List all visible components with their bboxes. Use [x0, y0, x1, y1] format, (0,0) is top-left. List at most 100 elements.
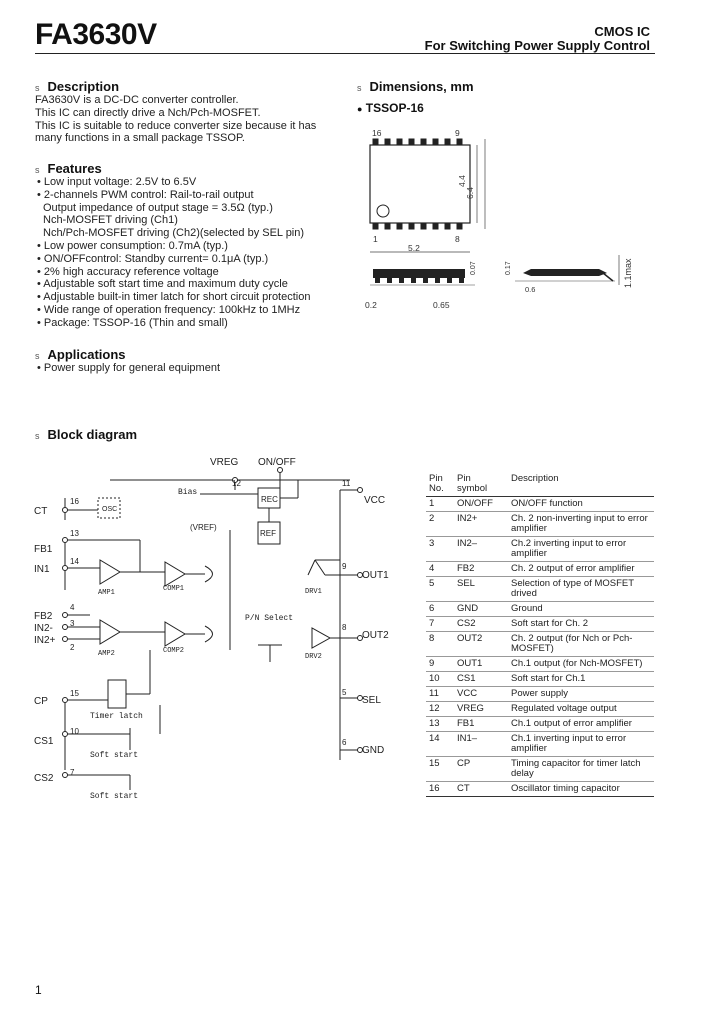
feature-item: Output impedance of output stage = 3.5Ω …	[43, 201, 273, 214]
dim-thickness2: 0.17	[505, 261, 512, 275]
pin-description-cell: Ch.1 output of error amplifier	[508, 716, 654, 732]
feature-item: • Package: TSSOP-16 (Thin and small)	[37, 316, 228, 329]
bd-drv2: DRV2	[305, 653, 322, 661]
bd-in1: IN1	[34, 564, 50, 575]
pin-symbol-cell: CT	[454, 781, 508, 797]
feature-item: • 2-channels PWM control: Rail-to-rail o…	[37, 188, 254, 201]
bd-fb2: FB2	[34, 611, 53, 622]
bd-vcc: VCC	[364, 495, 385, 506]
pin-number-cell: 8	[426, 631, 454, 657]
pin-symbol-cell: ON/OFF	[454, 496, 508, 512]
pin-description-cell: Ch. 2 output (for Nch or Pch-MOSFET)	[508, 631, 654, 657]
pin-symbol-cell: FB2	[454, 561, 508, 577]
pin-symbol-cell: IN1–	[454, 731, 508, 757]
dim-pin9: 9	[455, 128, 460, 138]
bd-ref: REF	[260, 529, 276, 538]
dim-width2: 6.4	[465, 187, 475, 199]
bd-bias: Bias	[178, 488, 197, 497]
pin-description-cell: Ch. 2 non-inverting input to error ampli…	[508, 511, 654, 537]
pin-symbol-cell: IN2+	[454, 511, 508, 537]
pin-description-cell: Oscillator timing capacitor	[508, 781, 654, 797]
bd-n12: 12	[232, 479, 241, 488]
pin-description-cell: Timing capacitor for timer latch delay	[508, 756, 654, 782]
bd-amp1: AMP1	[98, 589, 115, 597]
bd-rec: REC	[261, 495, 278, 504]
pin-description-cell: Soft start for Ch. 2	[508, 616, 654, 632]
bd-soft-start-1: Soft start	[90, 751, 138, 760]
col-description: Description	[508, 472, 654, 497]
bd-fb1: FB1	[34, 544, 53, 555]
pin-symbol-cell: SEL	[454, 576, 508, 602]
pin-symbol-cell: IN2–	[454, 536, 508, 562]
part-number-title: FA3630V	[35, 18, 157, 51]
pin-number-cell: 4	[426, 561, 454, 577]
bd-vreg: VREG	[210, 457, 239, 468]
bd-vref: (VREF)	[190, 523, 217, 532]
pin-number-cell: 3	[426, 536, 454, 562]
feature-item: • ON/OFFcontrol: Standby current= 0.1μA …	[37, 252, 269, 265]
bd-n16: 16	[70, 497, 79, 506]
bd-onoff: ON/OFF	[258, 457, 296, 468]
bd-sel: SEL	[362, 695, 381, 706]
bd-n2: 2	[70, 643, 75, 652]
description-line: many functions in a small package TSSOP.	[35, 132, 245, 145]
applications-list: • Power supply for general equipment	[37, 362, 220, 375]
dim-pin8: 8	[455, 234, 460, 244]
bd-in2p: IN2+	[34, 635, 56, 646]
pin-table-header: Pin No. Pin symbol Description	[426, 472, 654, 497]
pin-number-cell: 16	[426, 781, 454, 797]
package-label: ● TSSOP-16	[357, 101, 424, 115]
bd-gnd: GND	[362, 745, 384, 756]
feature-item: • 2% high accuracy reference voltage	[37, 265, 219, 278]
bd-comp1: COMP1	[163, 585, 184, 593]
feature-item: • Low power consumption: 0.7mA (typ.)	[37, 239, 228, 252]
pin-symbol-cell: FB1	[454, 716, 508, 732]
pin-description-cell: Ch.2 inverting input to error amplifier	[508, 536, 654, 562]
pin-number-cell: 9	[426, 656, 454, 672]
pin-description-cell: Power supply	[508, 686, 654, 702]
bd-pnsel: P/N Select	[245, 614, 293, 623]
pin-symbol-cell: CS2	[454, 616, 508, 632]
dim-thickness1: 0.07	[470, 261, 477, 275]
bd-cs1: CS1	[34, 736, 54, 747]
bd-n4: 4	[70, 603, 75, 612]
col-pin-no: Pin No.	[426, 472, 454, 497]
features-list: • Low input voltage: 2.5V to 6.5V• 2-cha…	[37, 176, 310, 330]
col-pin-symbol: Pin symbol	[454, 472, 508, 497]
feature-item: Nch-MOSFET driving (Ch1)	[43, 214, 178, 227]
pin-number-cell: 10	[426, 671, 454, 687]
bd-n3: 3	[70, 619, 75, 628]
bd-n9: 9	[342, 562, 347, 571]
description-text: FA3630V is a DC-DC converter controller.…	[35, 94, 316, 145]
dim-pin1: 1	[373, 234, 378, 244]
pin-description-cell: Selection of type of MOSFET drived	[508, 576, 654, 602]
feature-item: • Adjustable built-in timer latch for sh…	[37, 291, 311, 304]
pin-symbol-cell: VREG	[454, 701, 508, 717]
description-line: This IC can directly drive a Nch/Pch-MOS…	[35, 106, 261, 119]
bd-n10: 10	[70, 727, 79, 736]
bd-cp: CP	[34, 696, 48, 707]
page-number: 1	[35, 983, 42, 997]
pin-symbol-cell: CP	[454, 756, 508, 782]
bd-n7: 7	[70, 768, 75, 777]
pin-description-cell: Ch.1 inverting input to error amplifier	[508, 731, 654, 757]
dim-height: 1.1max	[623, 258, 633, 288]
feature-item: Nch/Pch-MOSFET driving (Ch2)(selected by…	[43, 227, 305, 240]
feature-item: • Low input voltage: 2.5V to 6.5V	[37, 176, 197, 188]
dim-length: 5.2	[408, 243, 420, 253]
